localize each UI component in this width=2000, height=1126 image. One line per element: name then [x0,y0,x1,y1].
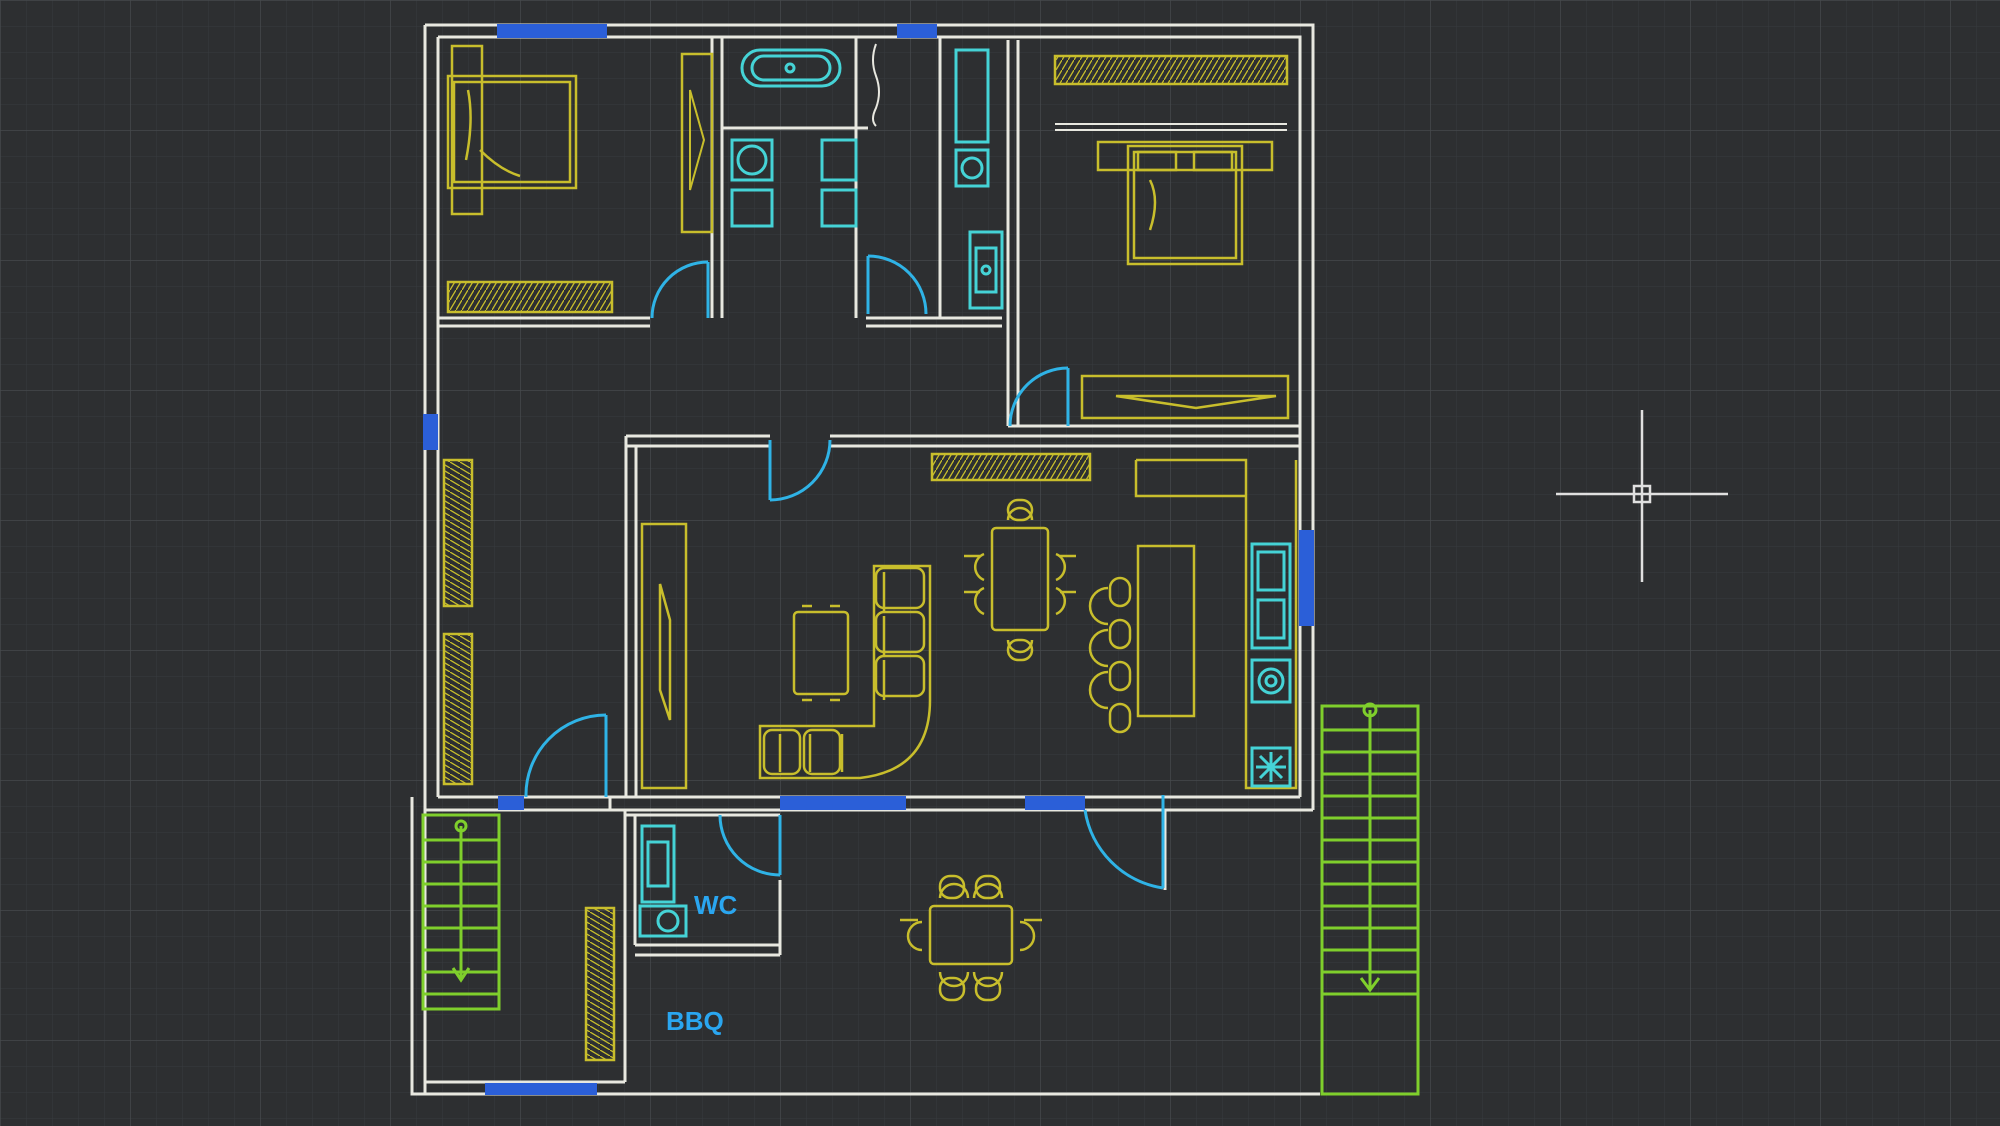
toilet-icon [954,48,990,188]
shower-icon [872,43,880,127]
dining-table-icon [900,874,1042,1002]
tv-unit-icon [640,522,688,790]
door-swing-icon [650,260,710,319]
stairs-icon [1320,702,1420,1096]
door-swing-icon [524,713,608,798]
room-label-wc: WC [694,890,738,920]
sofa-icon [758,564,932,780]
door-swing-icon [866,254,928,315]
sink-icon [730,138,858,228]
doors [524,254,1165,890]
stove-icon [1250,658,1292,788]
door-swing-icon [718,814,782,877]
door-swing-icon [1083,795,1165,890]
wardrobe-icon [446,52,714,314]
sink-icon [968,230,1004,310]
windows [423,24,1314,1095]
coffee-table-icon [792,604,850,702]
sink-icon [1250,542,1292,650]
bed-icon [1096,140,1274,266]
stairs-icon [421,813,501,1011]
crosshair-cursor-icon [1556,410,1728,582]
wardrobe-icon [442,452,1092,1062]
bathtub-icon [740,48,842,88]
sink-icon [640,824,676,904]
kitchen-island-icon [1088,544,1196,734]
room-label-bbq: BBQ [666,1006,724,1036]
kitchen-counter-icon [1134,458,1298,790]
toilet-icon [638,904,688,938]
bed-icon [446,44,578,216]
tv-unit-icon [1080,374,1290,420]
door-swing-icon [1008,366,1070,427]
wardrobe-icon [1053,54,1289,131]
door-swing-icon [768,439,832,502]
dining-table-icon [964,498,1076,662]
